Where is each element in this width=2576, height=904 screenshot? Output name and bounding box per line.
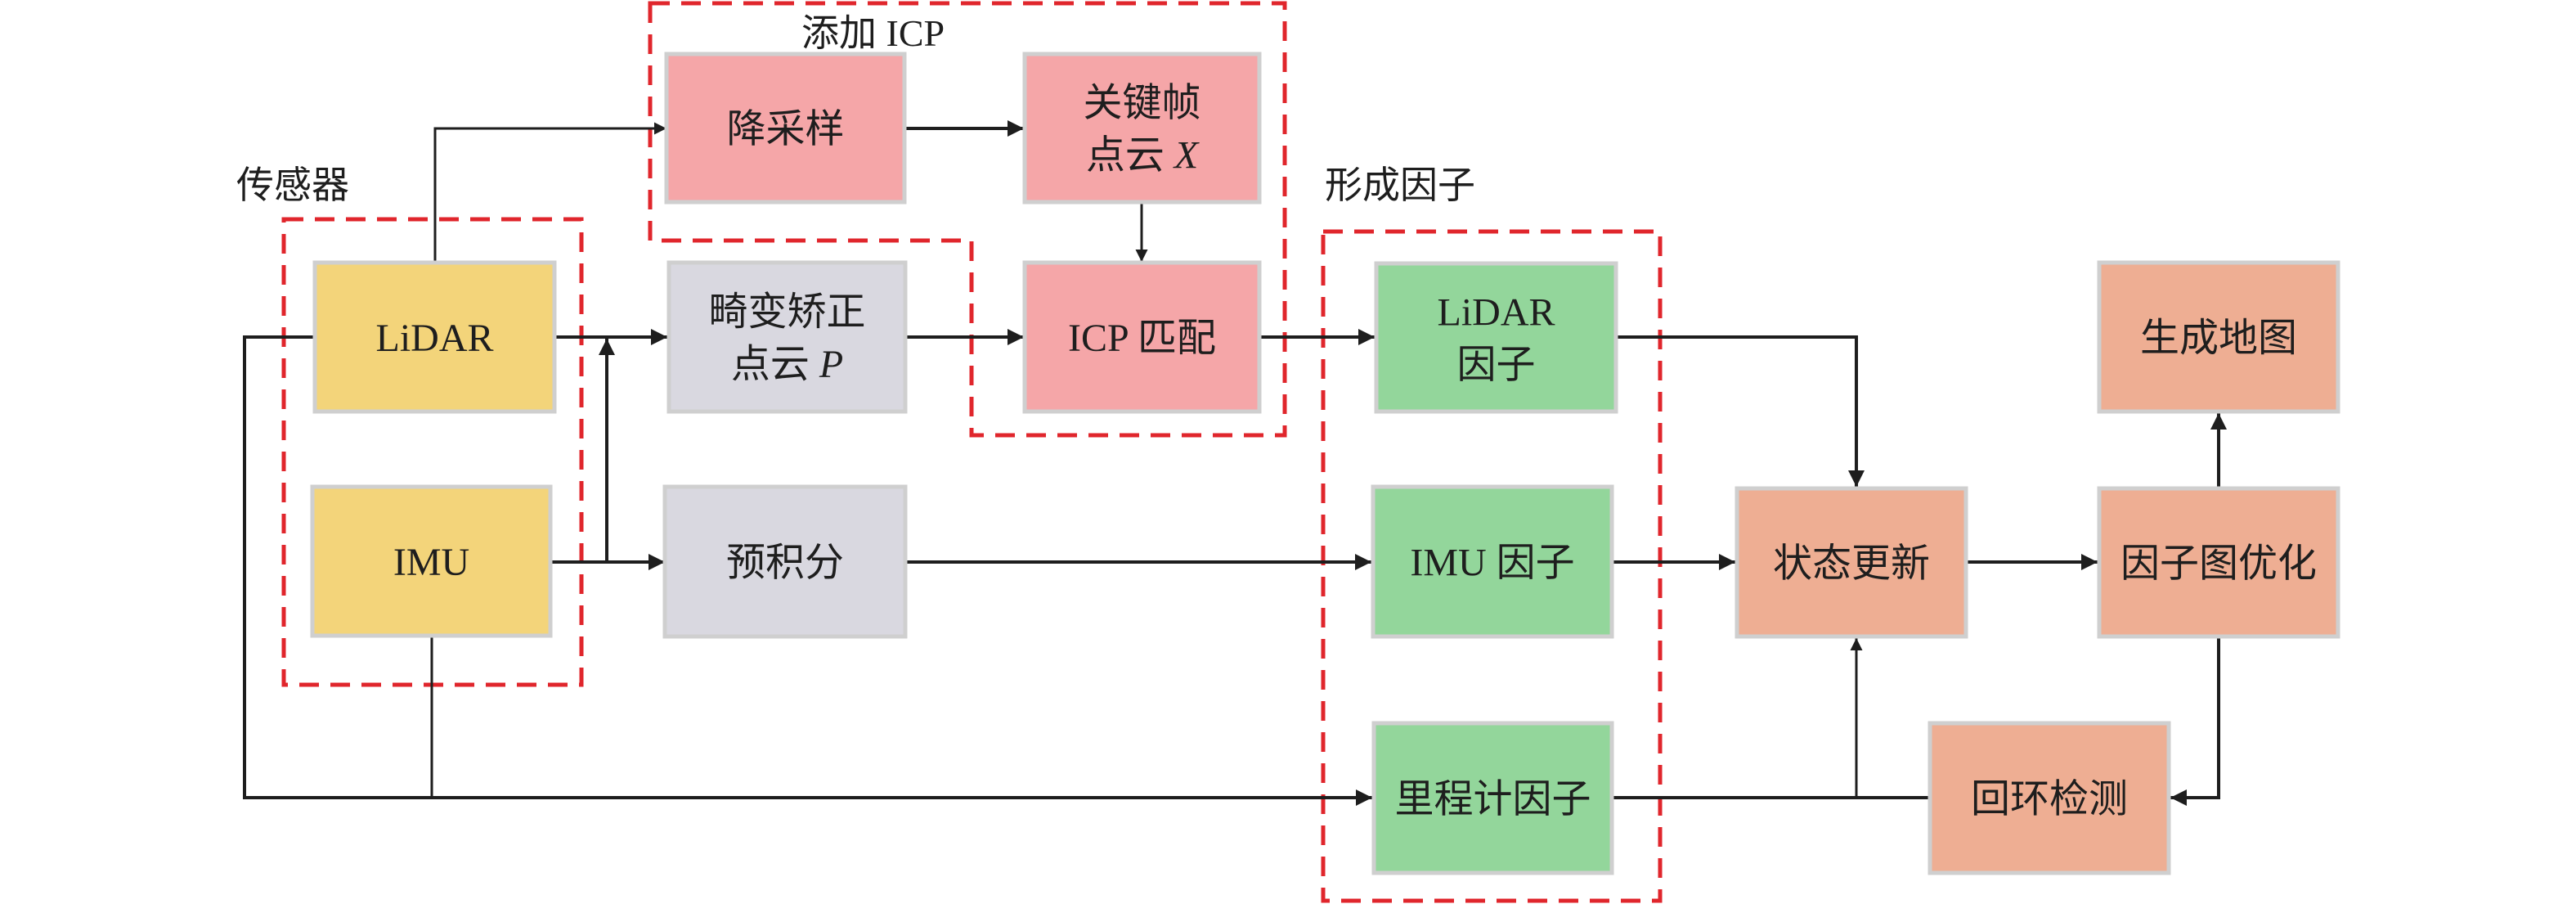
- edge-lidar-factor-to-state-update: [1615, 335, 1865, 487]
- node-downsample[interactable]: 降采样: [664, 52, 907, 205]
- node-variable: P: [819, 343, 843, 386]
- group-outline-icp: [648, 1, 1287, 438]
- node-label: 里程计因子: [1394, 778, 1591, 821]
- node-label: IMU: [393, 541, 469, 584]
- node-lidar-factor[interactable]: LiDAR 因子: [1374, 261, 1618, 414]
- node-label: 状态更新: [1773, 542, 1930, 586]
- node-box: [1928, 721, 2171, 875]
- node-box: [1371, 484, 1614, 639]
- node-label: 关键帧: [1083, 82, 1200, 125]
- node-box: [1022, 260, 1262, 414]
- node-graph-optimization[interactable]: 因子图优化: [2097, 486, 2340, 639]
- node-odom-factor[interactable]: 里程计因子: [1371, 721, 1614, 875]
- node-box: [664, 52, 907, 205]
- node-variable: X: [1173, 134, 1200, 178]
- node-preintegration[interactable]: 预积分: [662, 484, 908, 639]
- node-box: [2097, 260, 2340, 414]
- node-state-update[interactable]: 状态更新: [1735, 486, 1968, 639]
- node-box: [666, 260, 908, 414]
- node-box: [1735, 486, 1968, 639]
- node-label: 预积分: [726, 542, 844, 585]
- edge-lidar-to-downsample: [433, 122, 666, 263]
- node-label: 降采样: [726, 108, 844, 151]
- node-label: 生成地图: [2140, 317, 2297, 360]
- node-icp-match[interactable]: ICP 匹配: [1022, 260, 1262, 414]
- node-lidar[interactable]: LiDAR: [312, 260, 557, 414]
- node-label: LiDAR: [376, 317, 494, 360]
- node-label: 点云 P: [731, 343, 843, 386]
- node-label: IMU 因子: [1410, 542, 1574, 585]
- edges: [243, 120, 2227, 806]
- edge-graph-opt-to-loop-closure: [2170, 636, 2220, 806]
- node-box: [1371, 721, 1614, 875]
- node-map-generation[interactable]: 生成地图: [2097, 260, 2340, 414]
- node-label: 因子: [1456, 344, 1535, 387]
- node-imu-factor[interactable]: IMU 因子: [1371, 484, 1614, 639]
- group-label-sensor: 传感器: [236, 164, 349, 206]
- node-label: 点云 X: [1086, 134, 1200, 178]
- group-label-factor: 形成因子: [1325, 164, 1475, 206]
- node-box: [662, 484, 908, 639]
- node-label: 因子图优化: [2120, 542, 2317, 586]
- group-outline-factor: [1321, 229, 1663, 903]
- node-box: [2097, 486, 2340, 639]
- node-box: [1374, 261, 1618, 414]
- group-label-icp: 添加 ICP: [801, 12, 945, 54]
- node-label: LiDAR: [1438, 291, 1555, 335]
- node-label: 畸变矫正: [708, 290, 865, 334]
- node-box: [1022, 52, 1262, 205]
- node-loop-closure[interactable]: 回环检测: [1928, 721, 2171, 875]
- node-box: [312, 260, 557, 414]
- node-box: [310, 484, 553, 638]
- edge-lidar-to-odom-factor: [243, 335, 1372, 806]
- node-label: ICP 匹配: [1068, 317, 1216, 360]
- node-imu[interactable]: IMU: [310, 484, 553, 638]
- node-label: 回环检测: [1971, 778, 2128, 821]
